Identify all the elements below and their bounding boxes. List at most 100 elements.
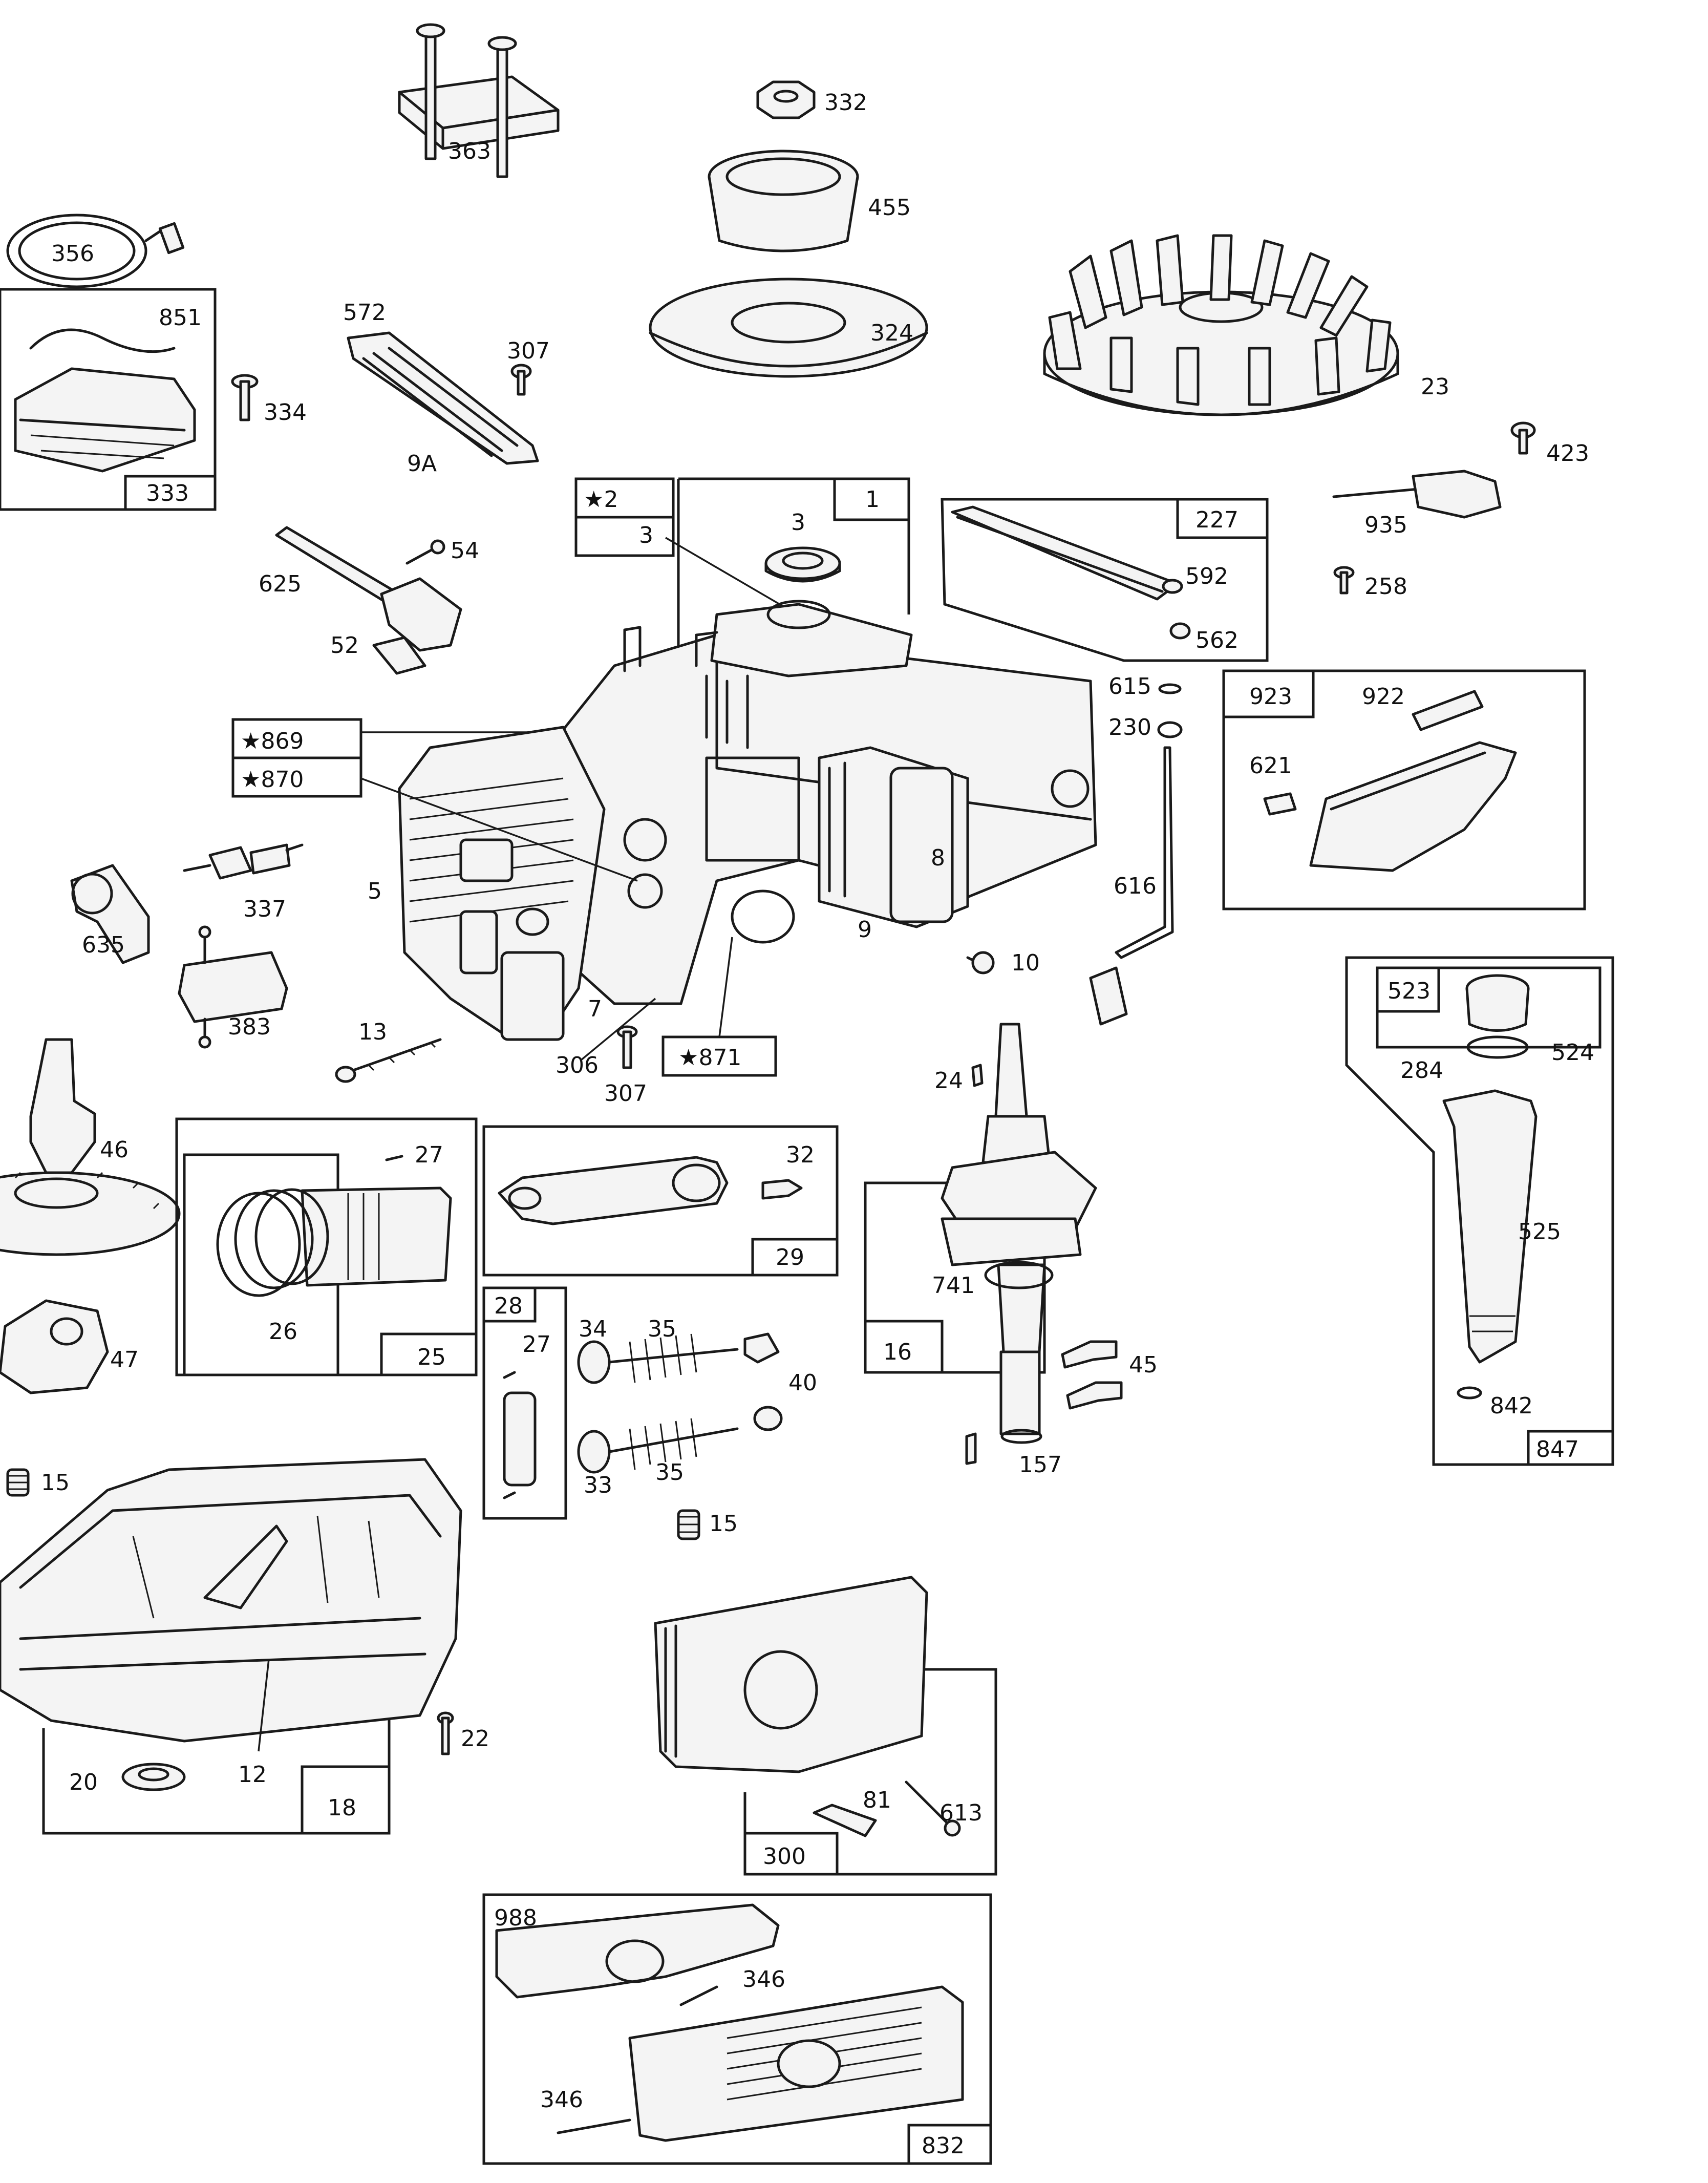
pins-45 bbox=[1061, 1340, 1123, 1410]
label-9: 9 bbox=[858, 917, 872, 943]
part-47 bbox=[0, 1299, 109, 1394]
coupler-383 bbox=[178, 925, 288, 1049]
box-300 bbox=[654, 1576, 997, 1876]
label-9A: 9A bbox=[407, 451, 437, 477]
label-613: 613 bbox=[940, 1800, 983, 1826]
label-363: 363 bbox=[448, 138, 491, 164]
label-324: 324 bbox=[870, 320, 913, 346]
seal-615 bbox=[1158, 683, 1182, 694]
label-3a: 3 bbox=[639, 522, 653, 548]
label-25: 25 bbox=[417, 1344, 446, 1370]
cup-455 bbox=[708, 150, 859, 252]
box-923 bbox=[1222, 669, 1586, 910]
box-832 bbox=[482, 1893, 992, 2165]
label-45: 45 bbox=[1129, 1352, 1158, 1378]
label-832: 832 bbox=[922, 2133, 965, 2159]
label-524: 524 bbox=[1551, 1040, 1594, 1066]
nut-332 bbox=[756, 80, 816, 119]
label-562: 562 bbox=[1195, 627, 1239, 653]
seal-3 bbox=[764, 546, 841, 583]
bracket-363 bbox=[398, 23, 560, 178]
cylinder-block-icon bbox=[398, 600, 1097, 1041]
key-157 bbox=[965, 1432, 977, 1465]
label-47: 47 bbox=[110, 1347, 139, 1373]
label-2: ★2 bbox=[584, 486, 618, 513]
label-935: 935 bbox=[1364, 512, 1407, 538]
box-333 bbox=[0, 288, 217, 511]
label-27a: 27 bbox=[415, 1142, 443, 1168]
label-157: 157 bbox=[1019, 1452, 1062, 1478]
key-24 bbox=[971, 1064, 984, 1087]
box-869-870 bbox=[231, 718, 362, 798]
gasket-572 bbox=[347, 331, 539, 465]
label-333: 333 bbox=[146, 480, 189, 506]
label-621: 621 bbox=[1249, 753, 1292, 779]
label-525: 525 bbox=[1518, 1219, 1561, 1245]
label-307-bottom: 307 bbox=[604, 1080, 647, 1107]
label-35b: 35 bbox=[655, 1459, 684, 1486]
label-227: 227 bbox=[1195, 507, 1239, 533]
label-871: ★871 bbox=[678, 1045, 741, 1071]
crankshaft-icon bbox=[864, 1023, 1097, 1444]
label-27b: 27 bbox=[522, 1331, 551, 1358]
label-15-left: 15 bbox=[41, 1470, 70, 1496]
box-28 bbox=[482, 1286, 567, 1520]
label-851: 851 bbox=[159, 305, 202, 331]
label-842: 842 bbox=[1490, 1393, 1533, 1419]
box-227 bbox=[941, 498, 1269, 662]
screw-307-top bbox=[510, 364, 532, 396]
label-13: 13 bbox=[358, 1019, 387, 1045]
gasket-52 bbox=[372, 636, 426, 675]
label-284: 284 bbox=[1400, 1057, 1443, 1084]
cover-8 bbox=[818, 746, 969, 928]
label-332: 332 bbox=[824, 90, 867, 116]
label-10: 10 bbox=[1011, 950, 1040, 976]
label-230: 230 bbox=[1108, 714, 1151, 740]
label-34: 34 bbox=[579, 1316, 607, 1342]
filter-324 bbox=[649, 278, 928, 378]
flywheel-icon bbox=[1043, 234, 1399, 416]
screw-258 bbox=[1333, 566, 1355, 595]
screw-307-bottom bbox=[616, 1025, 638, 1069]
box-1 bbox=[677, 477, 910, 655]
label-346a: 346 bbox=[742, 1966, 785, 1993]
label-988: 988 bbox=[494, 1905, 537, 1931]
label-523: 523 bbox=[1387, 978, 1431, 1004]
box-29 bbox=[482, 1125, 839, 1277]
label-869: ★869 bbox=[241, 728, 304, 754]
label-81: 81 bbox=[863, 1787, 891, 1813]
label-23: 23 bbox=[1421, 374, 1449, 400]
label-18: 18 bbox=[328, 1795, 356, 1821]
camshaft-46 bbox=[0, 1038, 181, 1256]
label-572: 572 bbox=[343, 300, 386, 326]
label-46: 46 bbox=[100, 1137, 129, 1163]
screw-10 bbox=[966, 951, 995, 974]
label-334: 334 bbox=[264, 399, 307, 426]
label-870: ★870 bbox=[241, 767, 304, 793]
label-26: 26 bbox=[269, 1319, 297, 1345]
screw-22 bbox=[437, 1711, 454, 1755]
label-741: 741 bbox=[932, 1273, 975, 1299]
label-8: 8 bbox=[931, 845, 945, 871]
label-625: 625 bbox=[259, 571, 302, 597]
label-616: 616 bbox=[1114, 873, 1157, 899]
box-25 bbox=[175, 1117, 478, 1376]
label-346b: 346 bbox=[540, 2087, 583, 2113]
oring-230 bbox=[1157, 721, 1183, 738]
label-54: 54 bbox=[451, 538, 479, 564]
label-35a: 35 bbox=[648, 1316, 676, 1342]
label-33: 33 bbox=[584, 1472, 612, 1498]
box-847 bbox=[1345, 956, 1614, 1466]
label-7: 7 bbox=[588, 996, 602, 1022]
label-40: 40 bbox=[788, 1370, 817, 1396]
spring-15-right bbox=[677, 1509, 700, 1540]
label-383: 383 bbox=[228, 1014, 271, 1040]
label-1: 1 bbox=[865, 486, 880, 513]
label-847: 847 bbox=[1536, 1436, 1579, 1463]
label-356: 356 bbox=[51, 241, 94, 267]
wire-356 bbox=[6, 214, 185, 288]
label-306: 306 bbox=[556, 1052, 599, 1078]
label-52: 52 bbox=[330, 632, 359, 659]
label-307-top: 307 bbox=[507, 338, 550, 364]
spark-plug-337 bbox=[183, 843, 304, 880]
